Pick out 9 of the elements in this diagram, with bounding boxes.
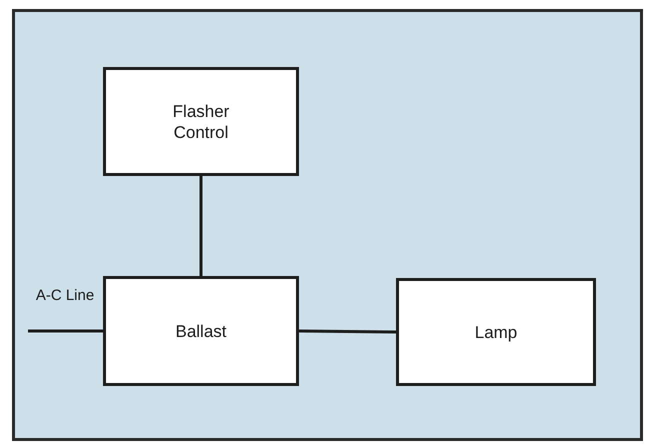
connector-line: [298, 330, 396, 334]
block-box: [103, 276, 299, 386]
block-box: [103, 67, 299, 176]
connector-line: [28, 330, 103, 332]
block-label: Flasher Control: [172, 100, 230, 142]
block-box: [396, 278, 596, 386]
connector-line: [200, 176, 202, 276]
block-label: Lamp: [474, 322, 518, 342]
block-label: Ballast: [174, 320, 228, 342]
